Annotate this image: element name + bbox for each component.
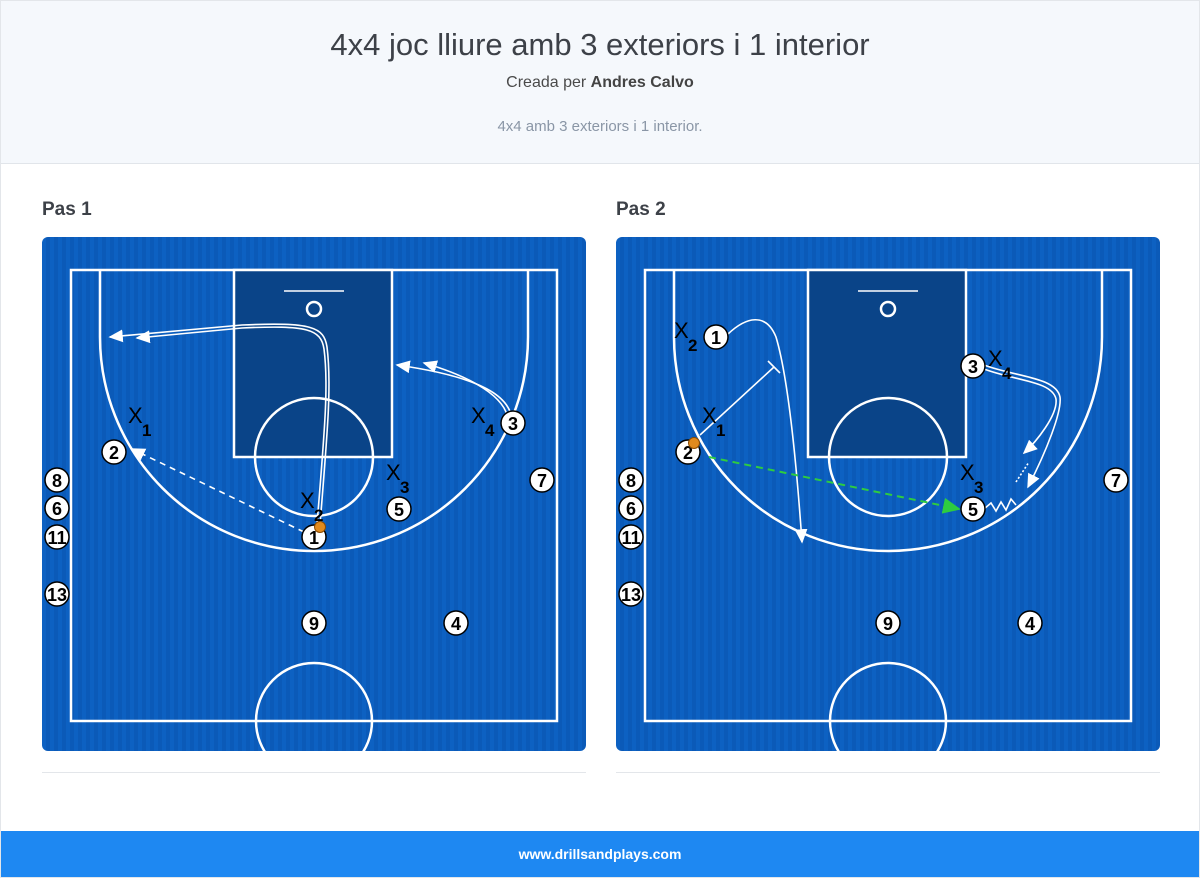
hoop — [879, 300, 897, 318]
separator-1 — [42, 772, 586, 773]
player-4[interactable]: 4 — [443, 610, 469, 636]
svg-text:2: 2 — [109, 443, 119, 463]
player-9[interactable]: 9 — [301, 610, 327, 636]
defender-x4[interactable]: X4 — [988, 346, 1012, 383]
player-7[interactable]: 7 — [529, 467, 555, 493]
svg-text:2: 2 — [688, 336, 697, 355]
svg-text:X: X — [674, 318, 689, 343]
defender-x4[interactable]: X4 — [471, 403, 495, 440]
hoop — [305, 300, 323, 318]
created-by-label: Creada per — [506, 74, 587, 91]
defenders: X1 X2 X3 X4 — [128, 403, 495, 525]
player-1[interactable]: 1 — [703, 324, 729, 350]
svg-text:5: 5 — [394, 500, 404, 520]
svg-text:4: 4 — [1025, 614, 1035, 634]
svg-text:6: 6 — [52, 499, 62, 519]
svg-text:X: X — [300, 488, 315, 513]
svg-text:6: 6 — [626, 499, 636, 519]
svg-text:2: 2 — [683, 443, 693, 463]
defender-x2[interactable]: X2 — [674, 318, 697, 355]
author-byline: Creada per Andres Calvo — [1, 74, 1199, 92]
player-8[interactable]: 8 — [44, 467, 70, 493]
player-3[interactable]: 3 — [500, 410, 526, 436]
player-6[interactable]: 6 — [618, 495, 644, 521]
page-header: 4x4 joc lliure amb 3 exteriors i 1 inter… — [1, 1, 1199, 164]
defender-x1[interactable]: X1 — [702, 403, 725, 440]
svg-text:13: 13 — [47, 585, 67, 605]
player-6[interactable]: 6 — [44, 495, 70, 521]
court-svg-2: 8 6 11 13 1 2 3 5 7 9 4 X2 X1 X4 X3 — [616, 237, 1160, 751]
svg-text:X: X — [702, 403, 717, 428]
svg-text:5: 5 — [968, 500, 978, 520]
defender-x1[interactable]: X1 — [128, 403, 151, 440]
player-11[interactable]: 11 — [44, 524, 70, 550]
svg-text:13: 13 — [621, 585, 641, 605]
svg-text:4: 4 — [1002, 364, 1012, 383]
svg-text:1: 1 — [142, 421, 151, 440]
footer-bar: www.drillsandplays.com — [1, 831, 1199, 877]
svg-text:11: 11 — [621, 528, 640, 548]
footer-site-link[interactable]: www.drillsandplays.com — [518, 846, 682, 862]
svg-text:X: X — [960, 460, 975, 485]
player-2[interactable]: 2 — [101, 439, 127, 465]
ball-icon — [688, 437, 700, 449]
svg-text:7: 7 — [1111, 471, 1121, 491]
svg-text:4: 4 — [485, 421, 495, 440]
svg-text:8: 8 — [626, 471, 636, 491]
svg-text:3: 3 — [974, 478, 983, 497]
svg-text:X: X — [471, 403, 486, 428]
svg-text:3: 3 — [968, 357, 978, 377]
offense-players: 8 6 11 13 1 2 3 5 7 9 4 — [618, 324, 1129, 636]
player-9[interactable]: 9 — [875, 610, 901, 636]
step-2-label: Pas 2 — [616, 199, 666, 220]
svg-text:7: 7 — [537, 471, 547, 491]
player-4[interactable]: 4 — [1017, 610, 1043, 636]
player-8[interactable]: 8 — [618, 467, 644, 493]
player-11[interactable]: 11 — [618, 524, 644, 550]
svg-text:2: 2 — [314, 506, 323, 525]
svg-text:11: 11 — [47, 528, 66, 548]
svg-text:X: X — [386, 460, 401, 485]
defender-x3[interactable]: X3 — [960, 460, 983, 497]
player-5[interactable]: 5 — [960, 496, 986, 522]
pass-line — [708, 456, 961, 514]
defender-x2[interactable]: X2 — [300, 488, 323, 525]
defenders: X2 X1 X4 X3 — [674, 318, 1012, 497]
page-title: 4x4 joc lliure amb 3 exteriors i 1 inter… — [330, 27, 870, 62]
defender-x3[interactable]: X3 — [386, 460, 409, 497]
svg-text:1: 1 — [309, 528, 319, 548]
player-13[interactable]: 13 — [44, 581, 70, 607]
author-name[interactable]: Andres Calvo — [590, 74, 694, 91]
svg-text:1: 1 — [716, 421, 725, 440]
movement-paths — [699, 319, 1061, 544]
player-5[interactable]: 5 — [386, 496, 412, 522]
svg-text:X: X — [128, 403, 143, 428]
drill-description: 4x4 amb 3 exteriors i 1 interior. — [497, 118, 703, 135]
svg-text:8: 8 — [52, 471, 62, 491]
player-3[interactable]: 3 — [960, 353, 986, 379]
player-13[interactable]: 13 — [618, 581, 644, 607]
ball-icon — [314, 521, 326, 533]
svg-text:4: 4 — [451, 614, 461, 634]
court-svg-1: 8 6 11 13 2 1 5 3 7 9 4 X1 X2 X3 X4 — [42, 237, 586, 751]
svg-text:3: 3 — [508, 414, 518, 434]
svg-text:9: 9 — [883, 614, 893, 634]
separator-2 — [616, 772, 1160, 773]
player-7[interactable]: 7 — [1103, 467, 1129, 493]
svg-text:1: 1 — [711, 328, 721, 348]
step-1-label: Pas 1 — [42, 199, 92, 220]
svg-text:3: 3 — [400, 478, 409, 497]
svg-text:9: 9 — [309, 614, 319, 634]
svg-text:X: X — [988, 346, 1003, 371]
